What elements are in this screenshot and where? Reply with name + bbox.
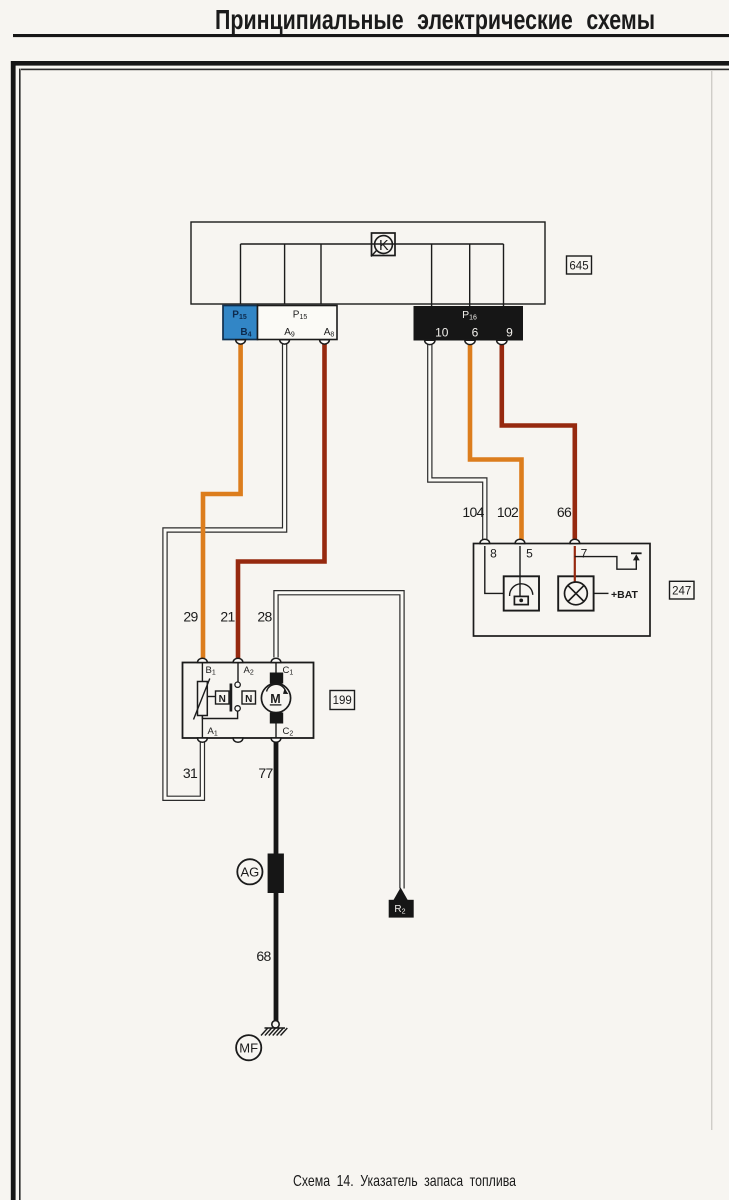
svg-text:A9: A9: [284, 327, 295, 339]
svg-text:247: 247: [672, 585, 691, 597]
svg-text:8: 8: [490, 547, 497, 561]
svg-text:A1: A1: [208, 726, 218, 737]
svg-text:104: 104: [462, 504, 484, 520]
svg-text:5: 5: [526, 547, 533, 561]
svg-text:9: 9: [506, 326, 513, 340]
svg-text:31: 31: [183, 765, 198, 781]
svg-text:P15: P15: [232, 310, 247, 322]
svg-text:C1: C1: [283, 665, 294, 676]
svg-text:102: 102: [497, 504, 519, 520]
svg-text:645: 645: [569, 261, 588, 273]
svg-text:29: 29: [183, 609, 198, 625]
svg-text:6: 6: [472, 326, 479, 340]
svg-text:Схема 14. Указатель запаса топ: Схема 14. Указатель запаса топлива: [293, 1173, 516, 1190]
svg-text:M: M: [270, 692, 280, 706]
svg-text:+BAT: +BAT: [611, 589, 639, 601]
svg-text:N: N: [245, 694, 252, 705]
svg-text:66: 66: [557, 504, 572, 520]
svg-text:7: 7: [581, 547, 588, 561]
svg-text:21: 21: [220, 609, 235, 625]
svg-text:MF: MF: [239, 1041, 258, 1056]
svg-text:C2: C2: [283, 726, 294, 737]
svg-text:77: 77: [258, 765, 273, 781]
svg-text:AG: AG: [241, 865, 260, 880]
svg-text:A2: A2: [244, 665, 254, 676]
svg-text:N: N: [219, 694, 226, 705]
svg-text:28: 28: [257, 609, 272, 625]
svg-text:K: K: [379, 238, 389, 254]
svg-text:B1: B1: [206, 665, 216, 676]
svg-text:B4: B4: [240, 327, 251, 339]
svg-text:199: 199: [333, 695, 352, 707]
svg-text:A8: A8: [324, 327, 335, 339]
svg-text:R2: R2: [394, 904, 405, 915]
svg-text:Принципиальные электрические: Принципиальные электрические схемы: [215, 4, 655, 35]
svg-text:P15: P15: [293, 310, 308, 322]
svg-text:10: 10: [435, 326, 449, 340]
svg-text:68: 68: [256, 948, 271, 964]
